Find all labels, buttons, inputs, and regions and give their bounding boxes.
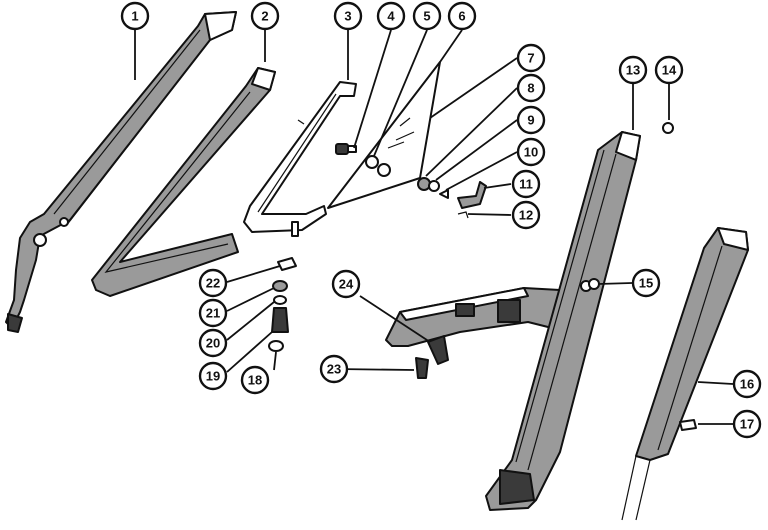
part-2-channel [91,67,276,297]
svg-text:14: 14 [662,63,677,78]
callout-10: 10 [516,137,546,167]
svg-text:4: 4 [387,9,395,24]
part-16-channel [621,227,749,521]
callout-16: 16 [732,369,762,399]
part-3-frame [243,81,357,237]
callout-23: 23 [319,354,349,384]
callout-21: 21 [198,298,228,328]
part-10-clip [439,189,449,199]
part-12-spring [457,211,469,219]
svg-text:2: 2 [261,9,268,24]
svg-text:1: 1 [131,9,138,24]
part-5-washer [365,155,391,177]
svg-text:22: 22 [206,276,220,291]
leader-lines [134,29,734,425]
callout-12: 12 [511,200,541,230]
callout-7: 7 [516,43,546,73]
part-14-screw [662,122,674,134]
callout-20: 20 [198,328,228,358]
callout-9: 9 [516,105,546,135]
svg-text:9: 9 [527,113,534,128]
callout-14: 14 [654,55,684,85]
callout-24: 24 [331,269,361,299]
callout-5: 5 [412,1,442,31]
part-24-bracket [385,287,581,365]
svg-text:20: 20 [206,336,220,351]
callout-4: 4 [376,1,406,31]
svg-text:5: 5 [423,9,430,24]
callout-1: 1 [120,1,150,31]
part-8-nut [417,177,431,191]
callout-17: 17 [732,409,762,439]
part-1-weatherstrip [5,11,237,333]
part-22-bracket [277,257,297,271]
svg-text:18: 18 [248,373,262,388]
callout-19: 19 [198,361,228,391]
part-15-screw [588,278,600,290]
part-9-bushing [428,180,440,192]
svg-text:6: 6 [458,9,465,24]
svg-text:19: 19 [206,369,220,384]
callout-2: 2 [250,1,280,31]
part-6-glass [327,61,441,209]
callout-11: 11 [511,169,541,199]
svg-text:21: 21 [206,306,220,321]
svg-text:17: 17 [740,417,754,432]
part-4-screw [335,143,357,155]
part-19-spring [271,307,289,333]
svg-text:23: 23 [327,362,341,377]
svg-text:11: 11 [519,177,533,192]
callout-15: 15 [631,268,661,298]
part-23-bolt [415,357,429,379]
svg-text:24: 24 [339,277,354,292]
callout-6: 6 [447,1,477,31]
svg-text:7: 7 [527,51,534,66]
part-11-handle [457,181,487,209]
svg-text:3: 3 [344,9,351,24]
callout-13: 13 [618,55,648,85]
callout-3: 3 [333,1,363,31]
svg-text:15: 15 [639,276,653,291]
svg-text:12: 12 [519,208,533,223]
callout-18: 18 [240,365,270,395]
part-17-clip [679,419,697,431]
callout-22: 22 [198,268,228,298]
svg-text:10: 10 [524,145,538,160]
svg-text:16: 16 [740,377,754,392]
part-13-run-channel [485,131,641,511]
part-21-washer [272,280,288,292]
svg-text:13: 13 [626,63,640,78]
callout-8: 8 [516,73,546,103]
svg-text:8: 8 [527,81,534,96]
part-18-nut [268,340,284,352]
part-20-washer [273,295,287,305]
